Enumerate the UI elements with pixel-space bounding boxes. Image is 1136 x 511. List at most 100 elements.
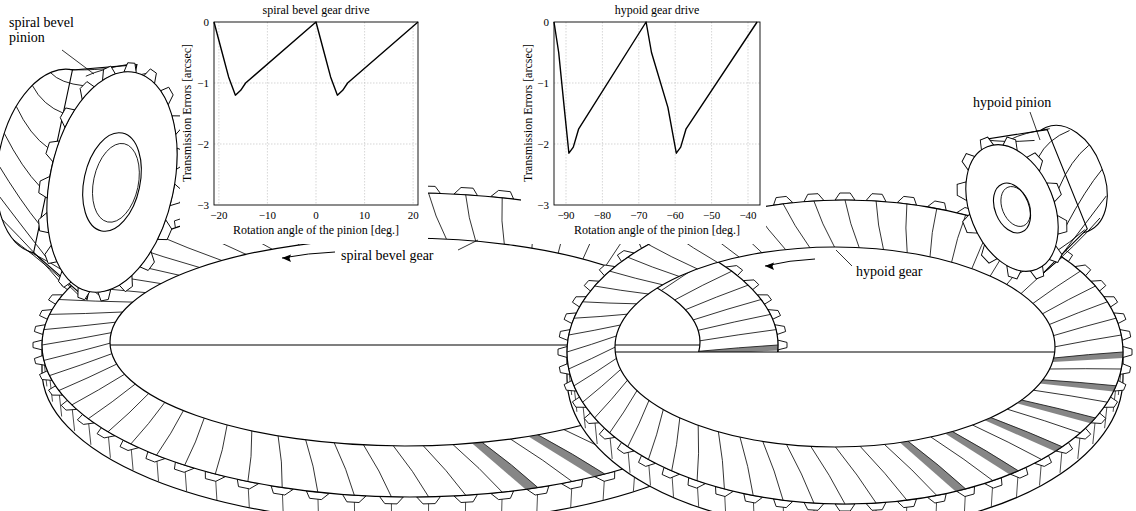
part-name: spiral bevel gear — [340, 248, 435, 263]
pinion-bore — [995, 182, 1036, 231]
grid-line — [214, 144, 418, 145]
tooth-line — [364, 445, 392, 497]
tick-label: −90 — [556, 209, 575, 221]
arrow-head — [765, 263, 774, 271]
tooth-line — [248, 431, 252, 482]
pinion-face — [948, 131, 1075, 285]
tooth-line — [860, 446, 907, 500]
tooth-line — [502, 198, 505, 244]
arrow-head — [282, 255, 291, 263]
tick-label: −3 — [196, 199, 210, 211]
tooth-line — [42, 333, 111, 345]
tick-label: −3 — [536, 199, 550, 211]
tooth-line — [1033, 390, 1107, 402]
gear-tooth — [1123, 347, 1132, 358]
tick-label: −2 — [196, 138, 210, 150]
tick-label: 10 — [358, 209, 371, 221]
grid-line — [638, 22, 639, 205]
grid-line — [566, 22, 567, 205]
tick-label: 0 — [203, 16, 211, 28]
grid-line — [711, 22, 712, 205]
tooth-line — [811, 446, 845, 504]
tooth-line — [44, 322, 116, 329]
tooth-line — [429, 193, 447, 239]
tooth-line — [423, 446, 465, 495]
tooth-line — [648, 410, 663, 460]
plot-frame — [554, 22, 760, 205]
tooth-line — [453, 445, 502, 493]
pinion-tooth-line — [1011, 124, 1050, 144]
leader-line — [458, 240, 478, 250]
tooth-line — [740, 437, 753, 495]
chart-background — [521, 0, 766, 244]
grid-line — [602, 22, 603, 205]
tooth-line — [108, 394, 149, 432]
tooth-line — [306, 440, 318, 492]
leader-line — [1030, 112, 1040, 140]
tooth-shade — [945, 432, 1018, 475]
tooth-line — [845, 200, 859, 248]
tooth-line — [930, 209, 937, 257]
tooth-line — [334, 443, 354, 495]
chart-background — [180, 0, 428, 244]
tooth-line — [1055, 335, 1121, 347]
part-name: spiral bevel pinion — [8, 15, 102, 46]
tooth-line — [628, 257, 679, 276]
grid-line — [316, 22, 317, 205]
tooth-line — [595, 286, 649, 294]
tooth-shade — [900, 441, 966, 491]
axis-title: Transmission Errors [arcsec] — [181, 43, 194, 183]
grid-line — [267, 22, 268, 205]
tooth-line — [583, 302, 637, 304]
hypoid-pinion — [937, 102, 1131, 297]
pinion-tooth-line — [1033, 130, 1074, 157]
chart — [521, 0, 766, 244]
tooth-line — [672, 418, 680, 471]
tooth-line — [906, 204, 907, 253]
pinion-hub — [986, 178, 1037, 239]
leader-line — [836, 250, 852, 266]
tooth-line — [876, 201, 883, 250]
tooth-line — [1054, 318, 1116, 335]
tooth-shade — [1040, 380, 1116, 392]
tooth-line — [72, 374, 125, 405]
pinion-bore — [86, 139, 146, 227]
tooth-line — [763, 442, 783, 501]
tooth-shade — [1017, 400, 1096, 423]
tick-label: −50 — [702, 209, 721, 221]
grid-line — [675, 22, 676, 205]
tooth-line — [569, 325, 621, 335]
tooth-line — [697, 425, 699, 480]
tooth-line — [1049, 302, 1107, 325]
plot-frame — [214, 22, 418, 205]
grid-line — [748, 22, 749, 205]
tooth-line — [59, 364, 117, 390]
tooth-line — [278, 436, 282, 488]
tooth-line — [131, 402, 165, 444]
gear-tooth — [33, 340, 42, 350]
gear-tooth — [380, 497, 404, 504]
leader-line — [62, 50, 94, 74]
chart-title: spiral bevel gear drive — [262, 4, 371, 17]
tooth-line — [574, 314, 627, 318]
tooth-shade — [472, 442, 538, 489]
tick-label: 0 — [543, 16, 551, 28]
tick-label: −40 — [738, 209, 757, 221]
axis-title: Rotation angle of the pinion [deg.] — [232, 224, 400, 237]
tick-label: −80 — [593, 209, 612, 221]
grid-line — [554, 144, 760, 145]
chart — [180, 0, 428, 244]
tooth-line — [693, 300, 761, 320]
gear-tooth — [835, 193, 855, 200]
tooth-line — [783, 204, 810, 248]
tooth-line — [50, 312, 123, 314]
gear-tooth — [558, 347, 567, 358]
tooth-line — [574, 358, 616, 385]
pinion-tooth-line — [28, 85, 68, 113]
error-curve — [214, 22, 418, 95]
tick-label: −60 — [666, 209, 685, 221]
tooth-line — [610, 271, 663, 285]
tick-label: −70 — [629, 209, 648, 221]
tooth-line — [393, 446, 428, 497]
